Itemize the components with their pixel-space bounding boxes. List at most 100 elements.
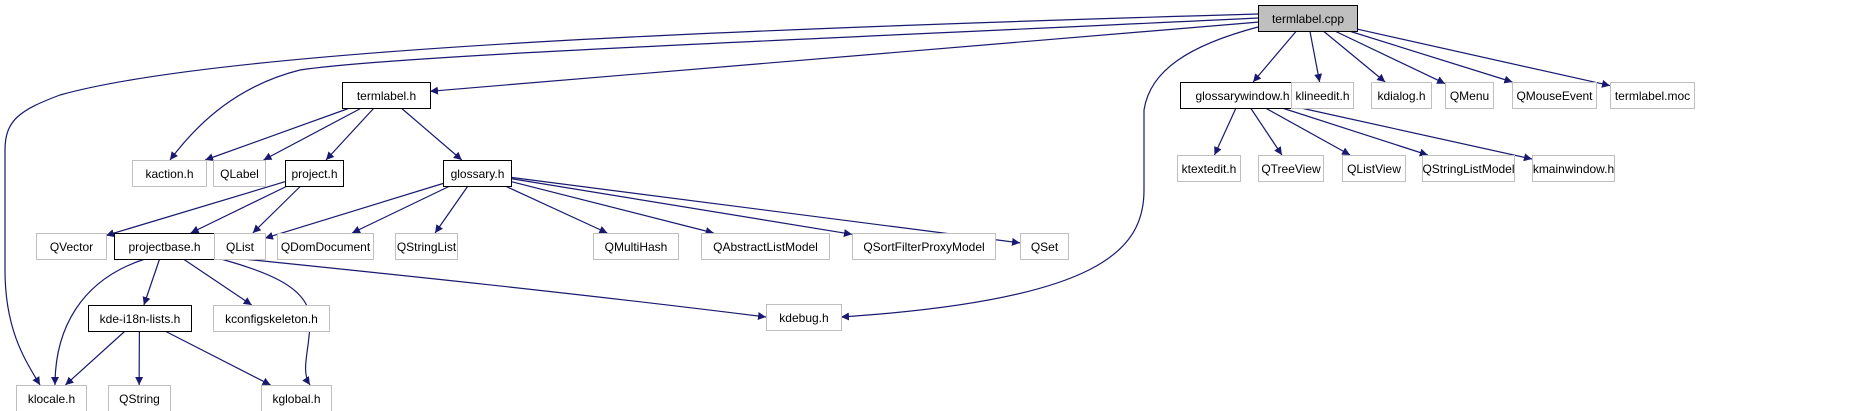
node-qdomdocument: QDomDocument: [277, 233, 374, 260]
node-box[interactable]: [285, 160, 344, 187]
node-label: QMouseEvent: [1516, 89, 1593, 103]
node-label: QStringList: [397, 240, 457, 254]
node-box: [261, 385, 332, 411]
node-qmultihash: QMultiHash: [593, 233, 679, 260]
edge-projectbase-h-to-kdebug-h: [213, 255, 767, 320]
node-label: QVector: [50, 240, 93, 254]
node-box[interactable]: [1180, 82, 1305, 109]
edge-project-h-to-qvector: [105, 181, 286, 238]
edge-termlabel-cpp-to-qmenu: [1334, 30, 1446, 85]
node-termlabel-moc: termlabel.moc: [1610, 82, 1695, 109]
node-box[interactable]: [342, 82, 431, 109]
node-termlabel-h[interactable]: termlabel.h: [342, 82, 431, 109]
node-qstring: QString: [108, 385, 171, 411]
node-qlistview: QListView: [1342, 155, 1406, 182]
edge-glossary-h-to-qdomdocument: [351, 185, 451, 234]
node-label: kdialog.h: [1377, 89, 1425, 103]
node-qstringlist: QStringList: [395, 233, 458, 260]
node-glossarywindow-h[interactable]: glossarywindow.h: [1180, 82, 1305, 109]
node-box: [395, 233, 458, 260]
edge-glossary-h-to-qabstractlistmodel: [510, 181, 714, 235]
node-box: [1512, 82, 1597, 109]
node-label: QStringListModel: [1422, 162, 1514, 176]
edge-termlabel-cpp-to-kdialog-h: [1322, 30, 1386, 83]
node-label: ktextedit.h: [1182, 162, 1237, 176]
node-label: QSortFilterProxyModel: [863, 240, 984, 254]
edge-termlabel-cpp-to-klocale-h: [4, 13, 1259, 386]
node-box[interactable]: [1258, 5, 1358, 32]
node-label: kglobal.h: [272, 392, 320, 406]
edge-termlabel-cpp-to-kdebug-h: [840, 26, 1259, 321]
node-box: [1020, 233, 1069, 260]
node-box: [16, 385, 87, 411]
node-qvector: QVector: [36, 233, 107, 260]
node-ktextedit-h: ktextedit.h: [1177, 155, 1241, 182]
node-klineedit-h: klineedit.h: [1291, 82, 1354, 109]
node-project-h[interactable]: project.h: [285, 160, 344, 187]
node-qtreeview: QTreeView: [1258, 155, 1324, 182]
edge-termlabel-h-to-kaction-h: [204, 107, 351, 162]
node-label: klocale.h: [28, 392, 75, 406]
node-kde-i18n-lists-h[interactable]: kde-i18n-lists.h: [88, 305, 192, 332]
node-label: QMenu: [1450, 89, 1489, 103]
node-label: kdebug.h: [779, 311, 828, 325]
node-label: kaction.h: [145, 167, 193, 181]
node-label: QLabel: [220, 167, 259, 181]
node-glossary-h[interactable]: glossary.h: [443, 160, 512, 187]
node-label: project.h: [291, 167, 337, 181]
edge-termlabel-h-to-qlabel: [263, 107, 362, 161]
node-label: QAbstractListModel: [713, 240, 818, 254]
node-label: klineedit.h: [1295, 89, 1349, 103]
node-qlabel: QLabel: [213, 160, 266, 187]
node-box: [593, 233, 679, 260]
edge-glossary-h-to-qsortfilterproxymodel: [510, 178, 853, 237]
edge-glossary-h-to-qlist: [264, 182, 444, 240]
node-klocale-h: klocale.h: [16, 385, 87, 411]
node-box: [852, 233, 996, 260]
node-label: kconfigskeleton.h: [225, 312, 318, 326]
node-kdialog-h: kdialog.h: [1371, 82, 1432, 109]
node-label: QMultiHash: [605, 240, 668, 254]
node-label: QTreeView: [1261, 162, 1321, 176]
node-box: [277, 233, 374, 260]
node-box[interactable]: [88, 305, 192, 332]
edge-project-h-to-qlist: [252, 185, 302, 234]
edge-termlabel-cpp-to-termlabel-moc: [1356, 28, 1611, 88]
node-label: termlabel.cpp: [1272, 12, 1344, 26]
node-box: [36, 233, 107, 260]
edge-glossarywindow-h-to-ktextedit-h: [1213, 107, 1237, 156]
node-box: [701, 233, 830, 260]
edge-termlabel-cpp-to-kaction-h: [169, 17, 1259, 161]
node-qabstractlistmodel: QAbstractListModel: [701, 233, 830, 260]
node-box: [1610, 82, 1695, 109]
node-box: [108, 385, 171, 411]
node-box[interactable]: [443, 160, 512, 187]
node-label: QDomDocument: [281, 240, 371, 254]
node-label: kmainwindow.h: [1533, 162, 1614, 176]
node-termlabel-cpp[interactable]: termlabel.cpp: [1258, 5, 1358, 32]
node-label: QString: [119, 392, 160, 406]
edge-glossary-h-to-qmultihash: [504, 185, 608, 234]
node-box: [213, 305, 330, 332]
node-projectbase-h[interactable]: projectbase.h: [114, 233, 215, 260]
edge-glossarywindow-h-to-qtreeview: [1250, 107, 1283, 156]
node-kaction-h: kaction.h: [132, 160, 207, 187]
node-box: [1177, 155, 1241, 182]
node-label: QList: [226, 240, 255, 254]
node-qset: QSet: [1020, 233, 1069, 260]
node-kconfigskeleton-h: kconfigskeleton.h: [213, 305, 330, 332]
node-qsortfilterproxymodel: QSortFilterProxyModel: [852, 233, 996, 260]
edge-project-h-to-projectbase-h: [190, 185, 288, 234]
node-kmainwindow-h: kmainwindow.h: [1532, 155, 1615, 182]
node-box: [1532, 155, 1615, 182]
node-label: glossarywindow.h: [1195, 89, 1289, 103]
edge-glossarywindow-h-to-qstringlistmodel: [1282, 107, 1428, 157]
edge-glossarywindow-h-to-qlistview: [1265, 107, 1351, 156]
edge-projectbase-h-to-klocale-h: [51, 258, 146, 386]
node-label: glossary.h: [451, 167, 505, 181]
nodes-layer: termlabel.cpp termlabel.h glossarywindow.h…: [16, 5, 1695, 411]
node-box: [1342, 155, 1406, 182]
node-box: [1371, 82, 1432, 109]
node-box[interactable]: [114, 233, 215, 260]
edge-projectbase-h-to-kconfigskeleton-h: [182, 258, 253, 306]
